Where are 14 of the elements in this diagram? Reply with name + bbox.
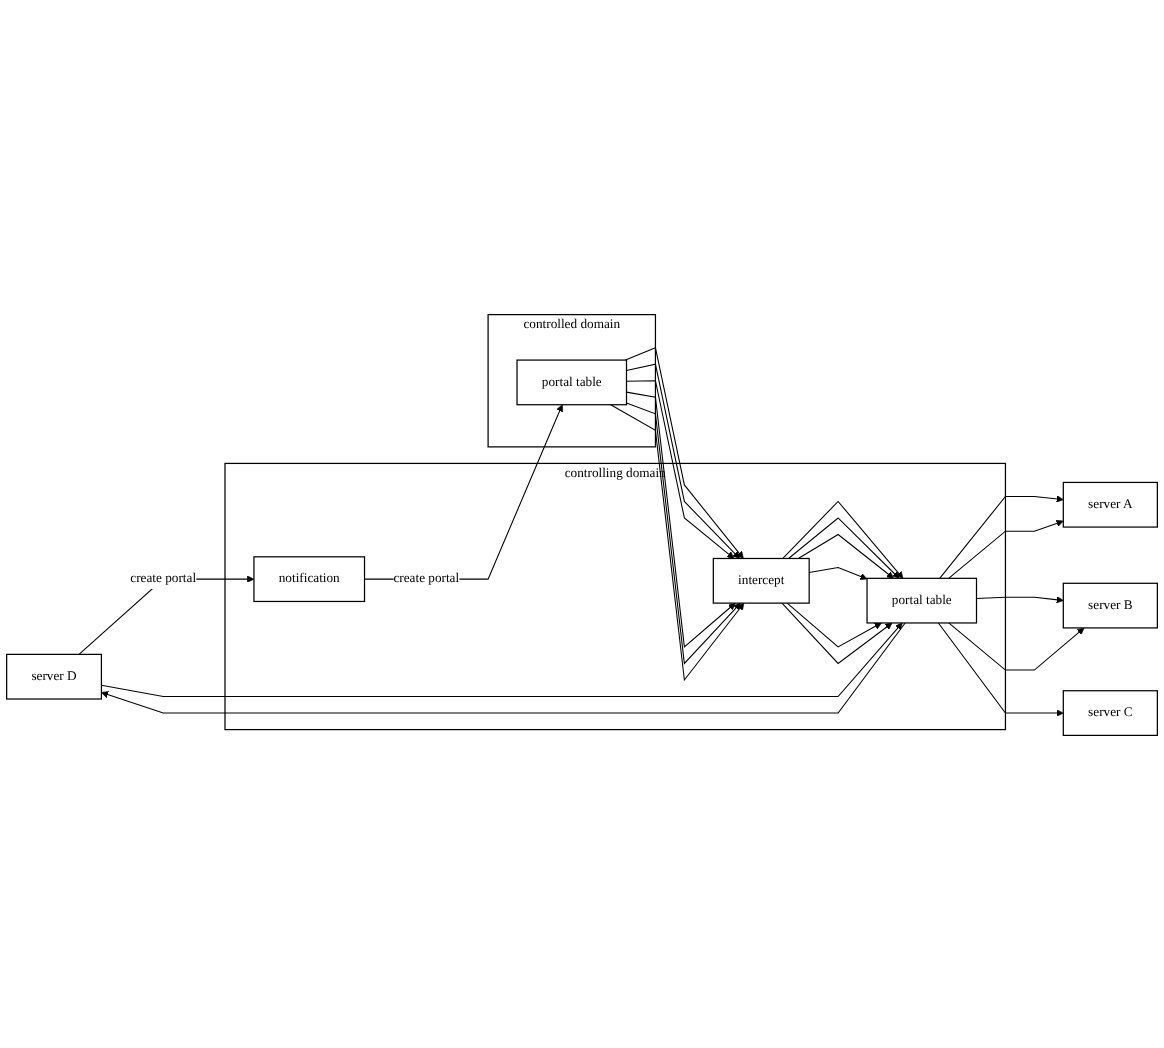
arrow xyxy=(100,621,903,697)
arrow xyxy=(788,516,900,578)
arrow xyxy=(610,403,745,681)
arrow xyxy=(948,518,1064,578)
arrow xyxy=(808,566,868,579)
arrow xyxy=(101,621,906,713)
arrow xyxy=(939,494,1064,578)
arrow xyxy=(948,621,1085,670)
arrow xyxy=(781,601,893,664)
arrow xyxy=(782,499,904,578)
arrow xyxy=(975,595,1064,603)
arrow xyxy=(797,532,894,578)
arrow xyxy=(937,621,1064,716)
arrow xyxy=(786,601,882,647)
